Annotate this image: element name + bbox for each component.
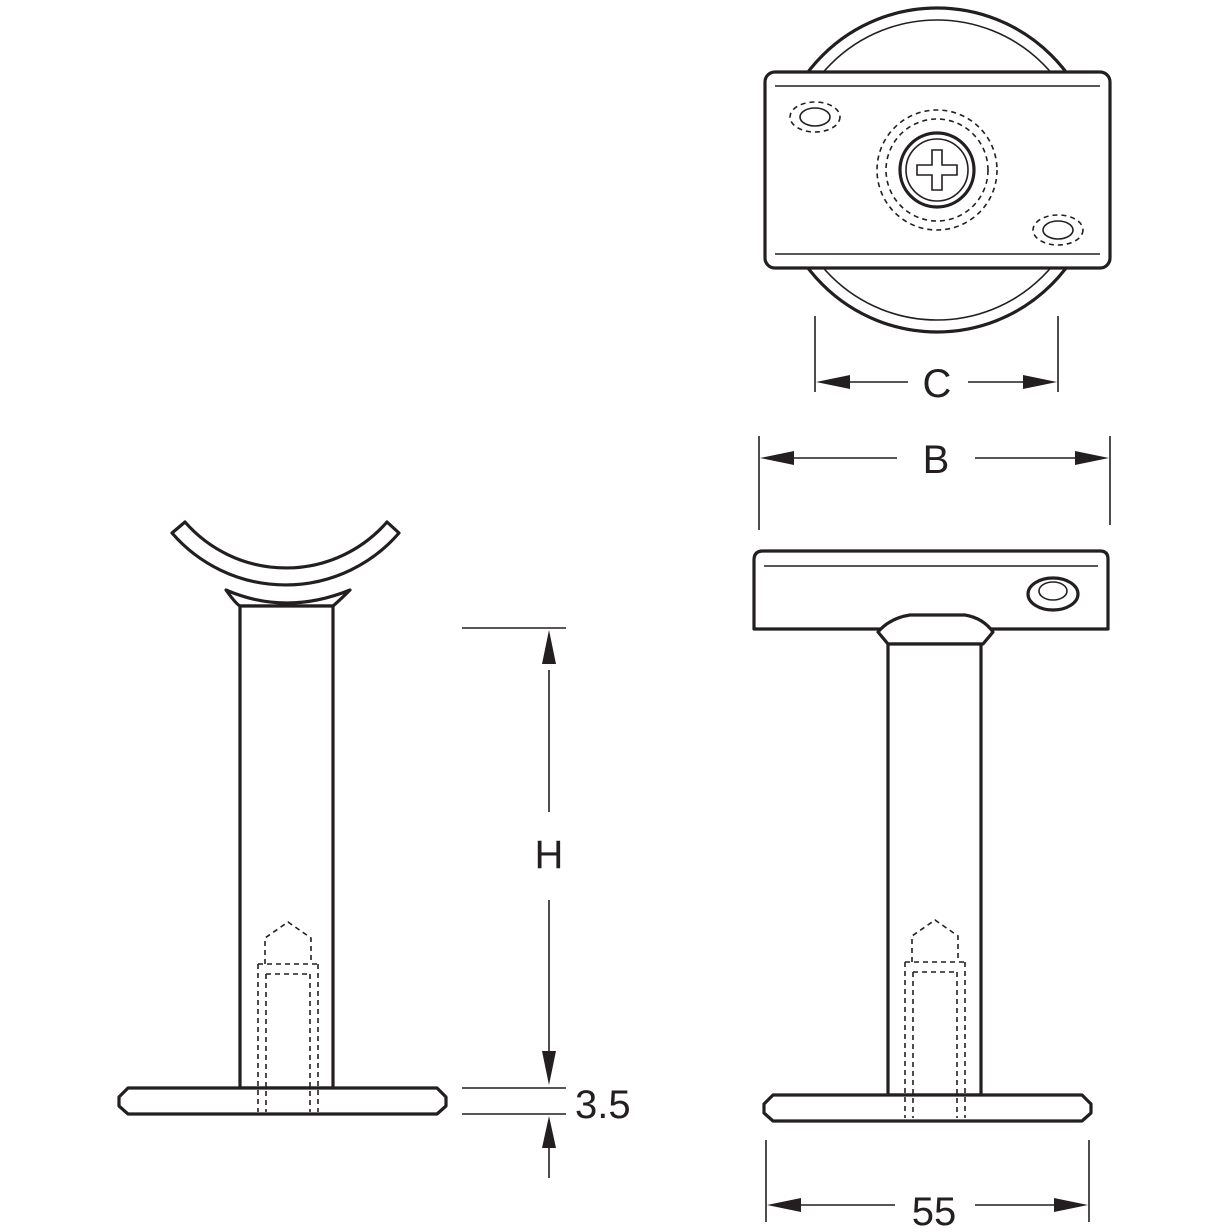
top-view	[763, 6, 1112, 334]
u-saddle	[170, 520, 401, 587]
top-plate-front	[752, 549, 1110, 631]
side-view-saddle	[117, 520, 448, 1116]
dimension-b-label: B	[923, 438, 950, 482]
dimension-base-width: 55	[765, 1140, 1090, 1232]
mounting-hole-bottom-right	[1032, 214, 1084, 246]
front-view	[752, 549, 1110, 1123]
dimension-base-thickness: 3.5	[462, 1083, 631, 1178]
dimension-h: H	[462, 627, 566, 1085]
dimension-b: B	[758, 436, 1111, 530]
hidden-screw-front	[904, 919, 966, 1118]
hidden-screw-side	[257, 921, 319, 1112]
post-front	[886, 642, 983, 1097]
post-side	[238, 604, 335, 1090]
collar-front	[876, 613, 995, 646]
saddle-collar	[224, 588, 352, 608]
countersunk-hole-front	[1026, 576, 1080, 612]
dimension-base-thickness-label: 3.5	[575, 1083, 631, 1127]
dimension-base-width-label: 55	[912, 1190, 957, 1232]
phillips-screw-icon	[876, 109, 998, 231]
dimension-c: C	[814, 316, 1059, 406]
base-plate-front	[762, 1093, 1093, 1123]
base-plate-side	[117, 1086, 448, 1116]
dimension-h-label: H	[535, 833, 564, 877]
dimension-c-label: C	[923, 362, 952, 406]
top-view-plate-bevel	[775, 85, 1100, 255]
mounting-hole-top-left	[789, 101, 841, 133]
